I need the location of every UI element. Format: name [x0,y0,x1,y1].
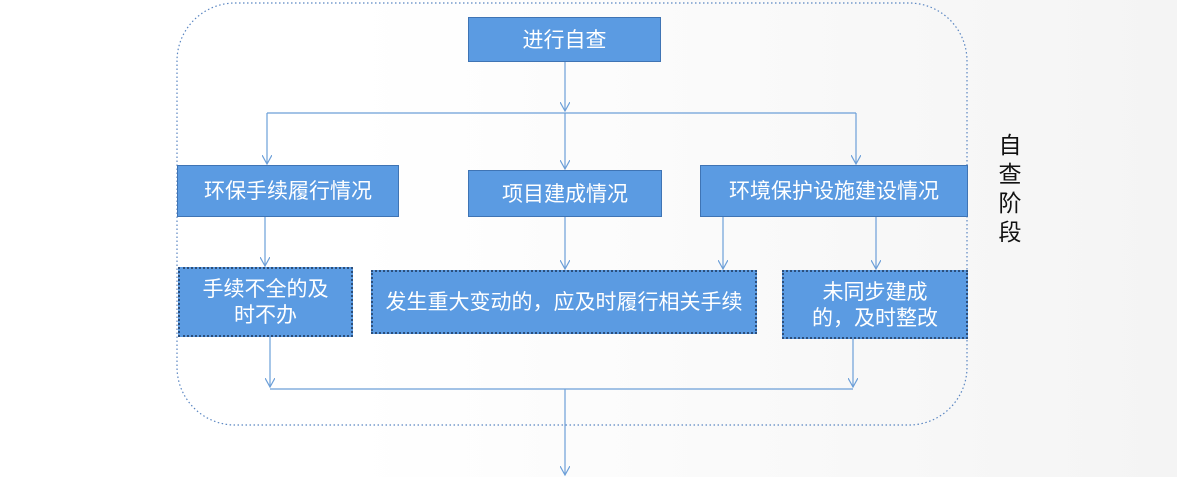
node-major-change: 发生重大变动的，应及时履行相关手续 [371,270,757,334]
node-project-built-label: 项目建成情况 [502,181,628,206]
node-incomplete-procedures: 手续不全的及时不办 [178,267,353,337]
stage-boundary [176,2,968,426]
node-env-facilities-label: 环境保护设施建设情况 [729,179,939,203]
stage-label: 自查阶段 [998,133,1022,246]
node-project-built: 项目建成情况 [468,170,662,217]
node-start-label: 进行自查 [522,27,607,52]
node-env-procedures: 环保手续履行情况 [177,165,399,217]
node-env-facilities: 环境保护设施建设情况 [700,165,968,217]
node-not-synchronized: 未同步建成的，及时整改 [782,270,968,339]
node-incomplete-procedures-label: 手续不全的及时不办 [202,277,329,327]
node-env-procedures-label: 环保手续履行情况 [204,179,372,203]
node-major-change-label: 发生重大变动的，应及时履行相关手续 [385,290,743,314]
node-start: 进行自查 [468,17,661,62]
node-not-synchronized-label: 未同步建成的，及时整改 [812,279,938,330]
